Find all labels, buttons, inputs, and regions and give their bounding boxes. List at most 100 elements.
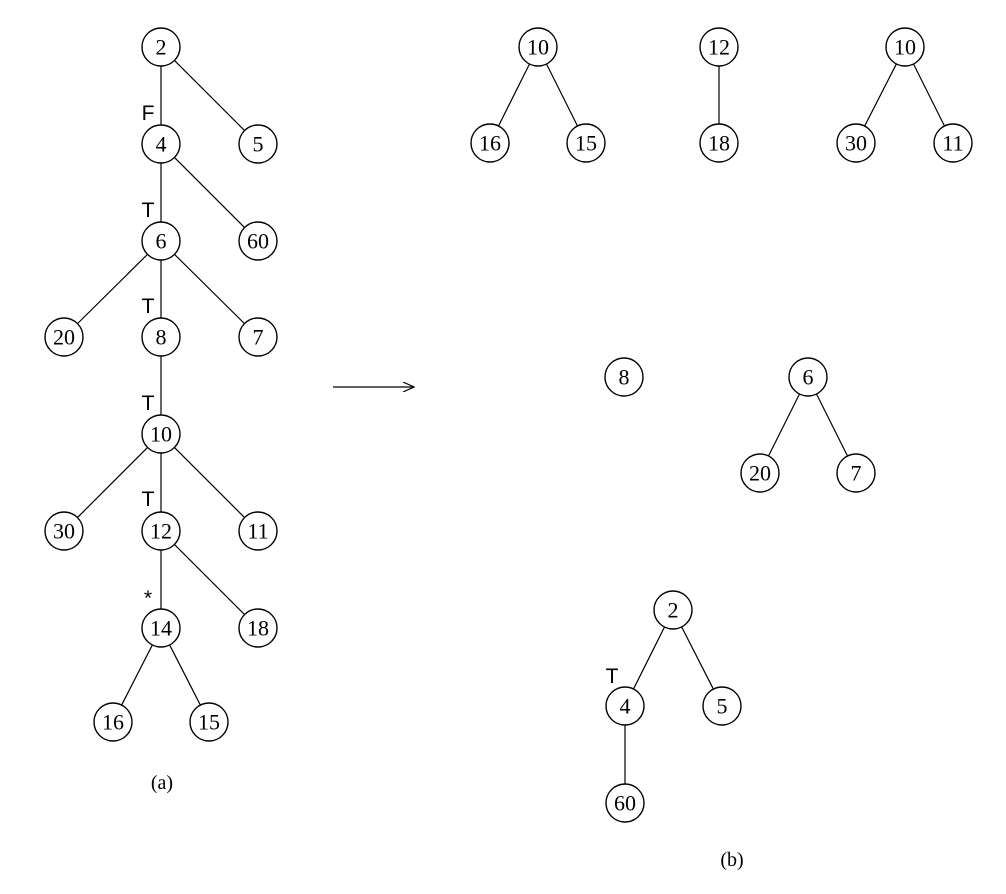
edge-b1_10-b1_16 [497,63,531,127]
node-circle [141,27,181,67]
node-label: 4 [620,694,631,719]
node-label: 14 [150,616,172,641]
node-label: 10 [527,35,549,60]
node-label: 7 [253,325,264,350]
tree-node-a15: 15 [189,702,229,742]
node-marker-m4: F [142,102,155,125]
node-label: 15 [198,710,220,735]
tree-node-b5_20: 20 [740,453,780,493]
node-label: 18 [708,131,730,156]
node-circle [141,221,181,261]
tree-node-b2_18: 18 [699,123,739,163]
node-circle [238,608,278,648]
node-circle [702,686,742,726]
tree-node-a12: 12 [141,511,181,551]
tree-node-b6_5: 5 [702,686,742,726]
tree-node-b6_2: 2 [653,590,693,630]
node-label: 5 [717,694,728,719]
nodes: 2 4 5 6 60 20 8 7 10 30 12 11 14 18 16 15 10 16 15 12 18 10 30… [44,27,973,823]
tree-node-a16: 16 [93,702,133,742]
tree-node-b5_7: 7 [836,453,876,493]
node-circle [604,357,644,397]
node-marker-m8: T [142,295,155,318]
node-circle [605,783,645,823]
edge-a6-a7 [174,253,245,325]
node-marker-m10: T [142,392,155,415]
node-circle [699,123,739,163]
tree-node-b1_16: 16 [470,123,510,163]
node-label: 60 [247,229,269,254]
tree-node-a18: 18 [238,608,278,648]
tree-node-b6_4: 4 [605,686,645,726]
node-label: 6 [156,229,167,254]
node-circle [238,511,278,551]
node-circle [141,317,181,357]
tree-node-a5: 5 [238,124,278,164]
node-circle [836,123,876,163]
node-label: 30 [53,519,75,544]
tree-node-a30: 30 [44,511,84,551]
node-circle [141,511,181,551]
edges [77,60,946,784]
node-circle [885,27,925,67]
tree-node-a20: 20 [44,317,84,357]
node-label: 16 [479,131,501,156]
tree-node-b3_30: 30 [836,123,876,163]
edge-a10-a30 [77,447,148,518]
node-circle [740,453,780,493]
tree-node-a2: 2 [141,27,181,67]
node-marker-m14: * [144,587,152,610]
node-circle [605,686,645,726]
tree-node-a10: 10 [141,414,181,454]
node-label: 2 [668,598,679,623]
node-label: 20 [53,325,75,350]
node-circle [836,453,876,493]
node-label: 4 [156,132,167,157]
node-label: 15 [575,131,597,156]
node-label: 16 [102,710,124,735]
node-circle [93,702,133,742]
node-circle [238,317,278,357]
node-label: 18 [247,616,269,641]
tree-node-b1_10: 10 [518,27,558,67]
tree-node-b3_10: 10 [885,27,925,67]
node-circle [141,124,181,164]
node-label: 11 [247,519,268,544]
node-label: 20 [749,461,771,486]
node-label: 6 [803,365,814,390]
node-circle [189,702,229,742]
node-circle [566,123,606,163]
edge-a6-a20 [77,253,148,325]
edge-a14-a15 [169,644,201,706]
node-circle [141,608,181,648]
node-label: 2 [156,35,167,60]
node-label: 12 [150,519,172,544]
node-circle [653,590,693,630]
node-circle [238,221,278,261]
node-circle [788,357,828,397]
node-label: 30 [845,131,867,156]
node-label: 12 [708,35,730,60]
edge-a12-a18 [174,544,245,615]
tree-node-b5_6: 6 [788,357,828,397]
node-label: 11 [942,131,963,156]
node-circle [699,27,739,67]
tree-node-a11: 11 [238,511,278,551]
tree-node-b4_8: 8 [604,357,644,397]
node-circle [238,124,278,164]
tree-node-a4: 4 [141,124,181,164]
node-circle [518,27,558,67]
tree-node-b2_12: 12 [699,27,739,67]
caption-a: (a) [151,772,173,794]
edge-a2-a5 [174,60,245,131]
edge-a14-a16 [121,644,153,706]
node-label: 60 [614,791,636,816]
tree-node-a60: 60 [238,221,278,261]
edge-b6_2-b6_4 [632,626,666,690]
node-circle [470,123,510,163]
node-label: 8 [156,325,167,350]
node-label: 10 [894,35,916,60]
node-circle [933,123,973,163]
